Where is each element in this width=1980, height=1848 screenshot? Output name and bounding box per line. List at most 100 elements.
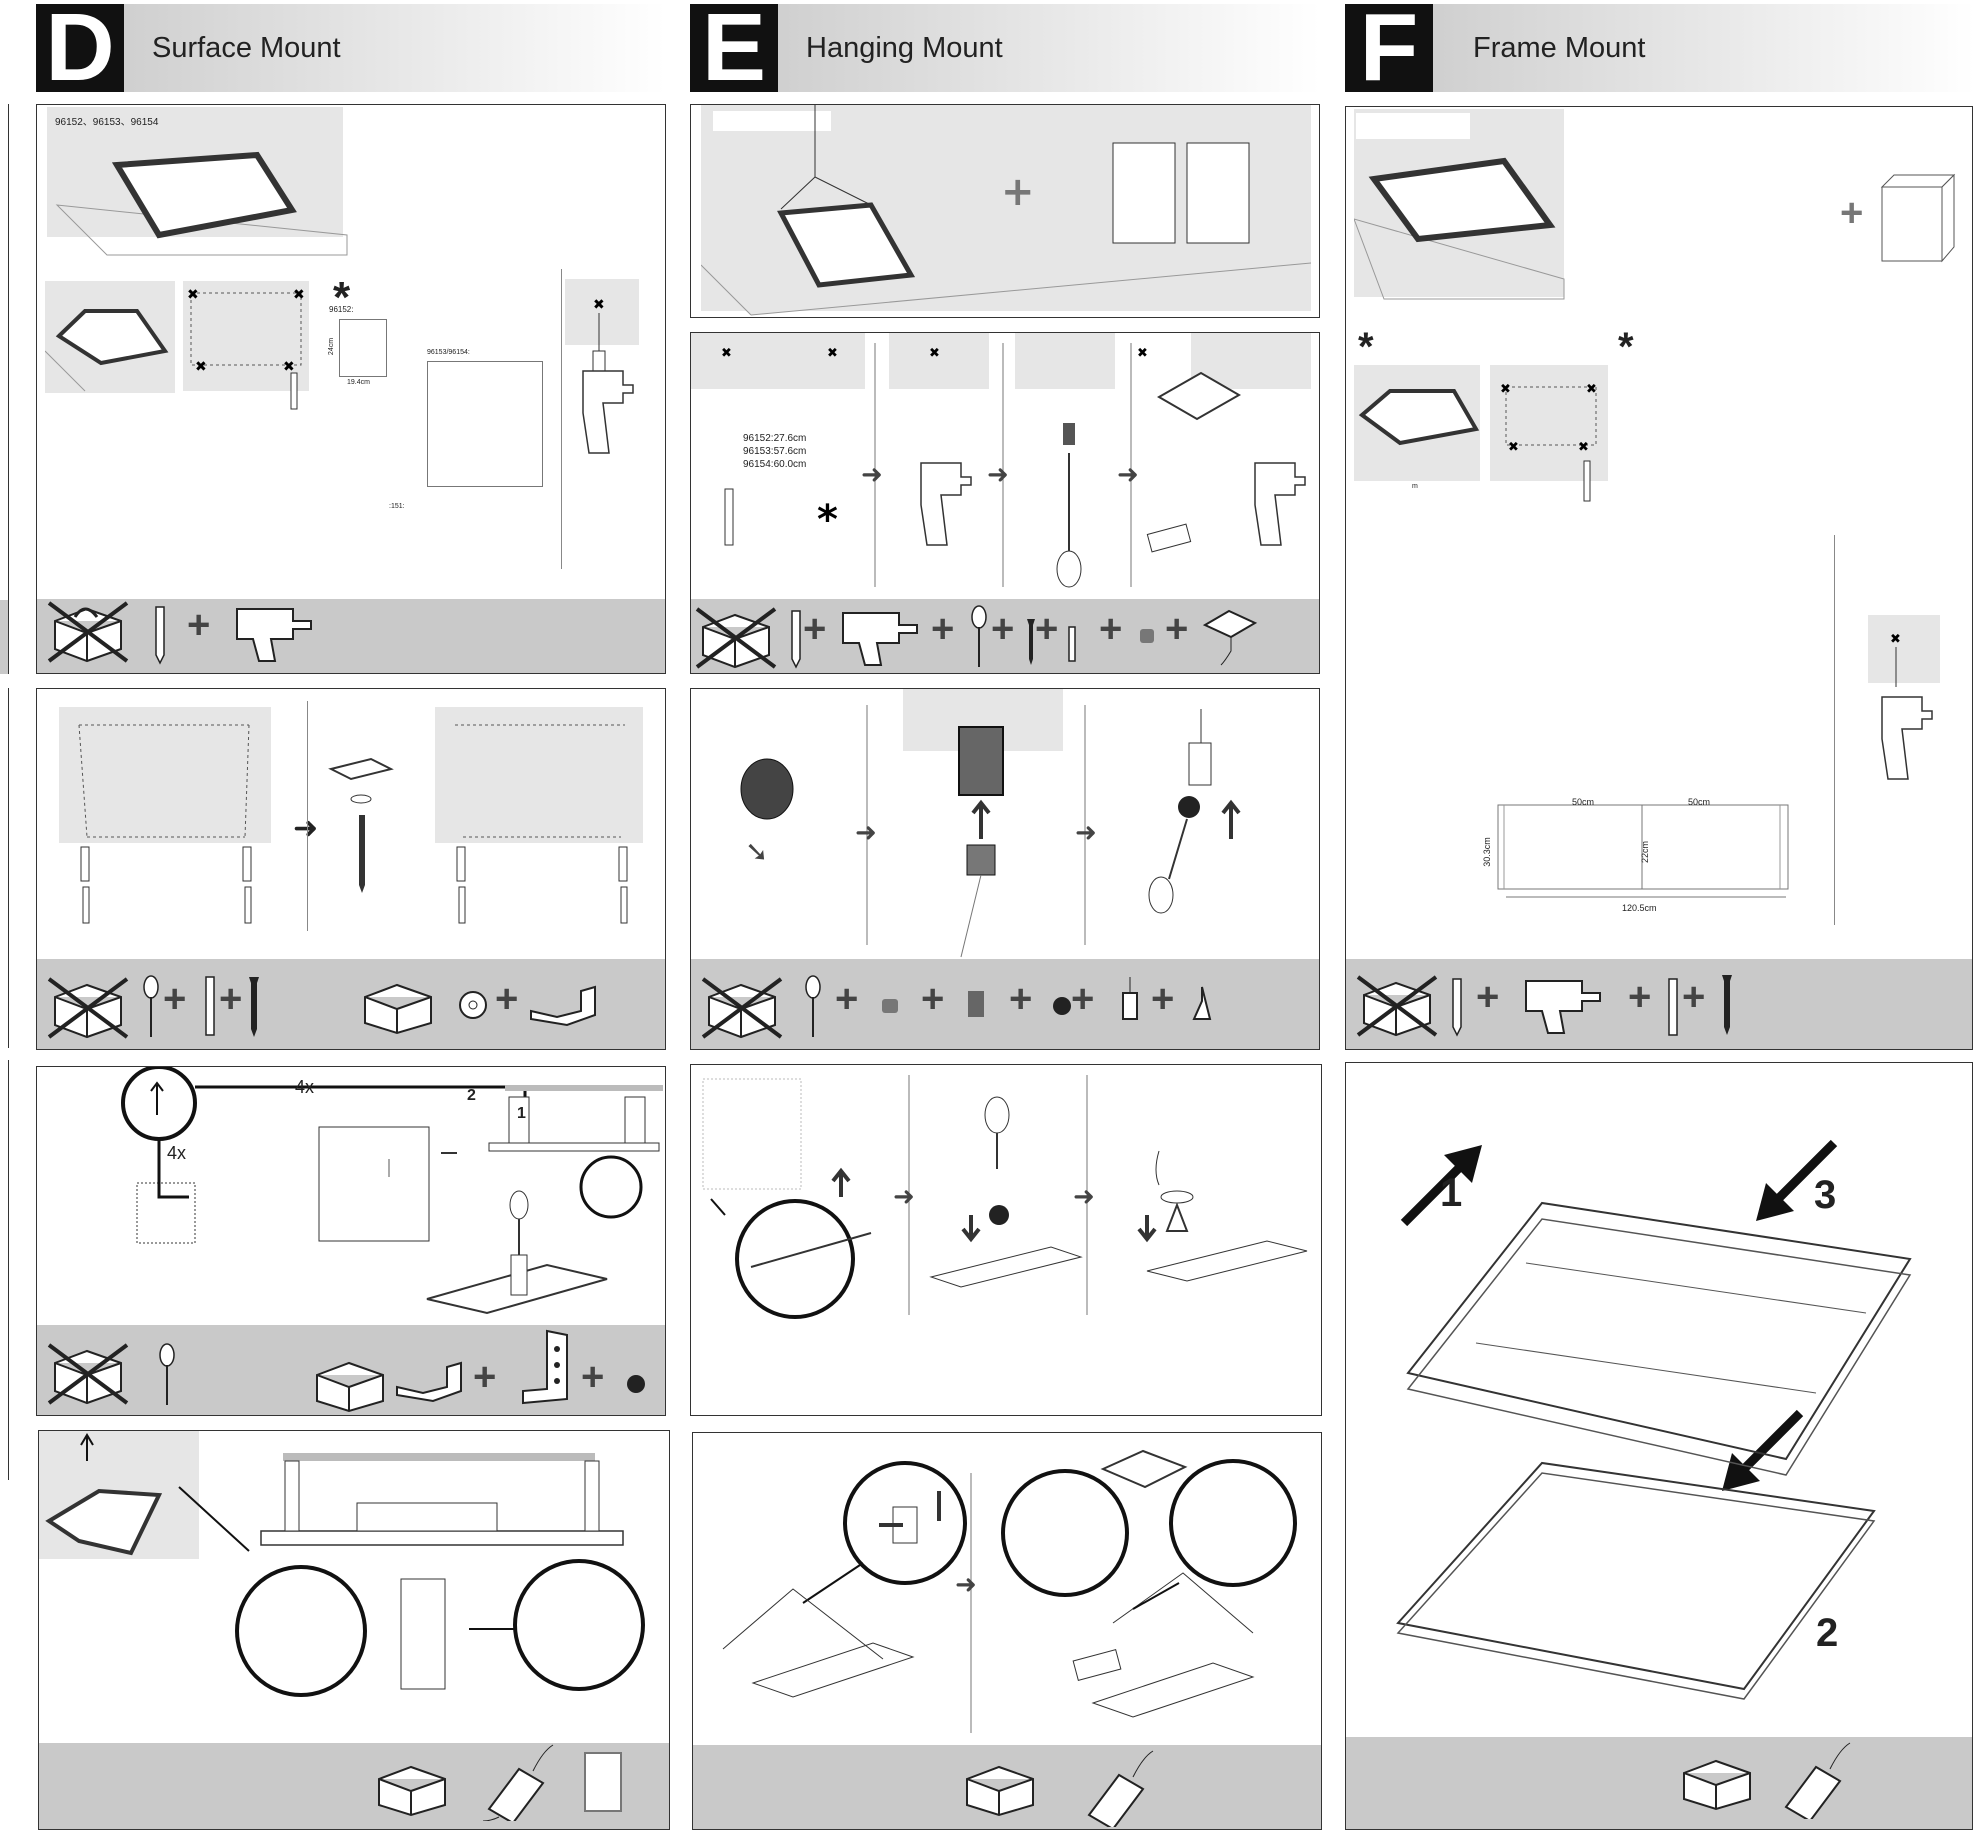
- svg-text:➜: ➜: [893, 1182, 915, 1212]
- arrow-right-icon: ➜: [293, 812, 319, 845]
- edge-fragment: [0, 688, 9, 1048]
- length-96152: 96152:27.6cm: [743, 433, 807, 444]
- pencil-icon: [155, 606, 165, 665]
- plus-icon: +: [163, 977, 187, 1021]
- dim-total: 120.5cm: [1622, 903, 1657, 913]
- hanging-step-3-panel: ➘ ➜ ➜ + + + + +: [690, 688, 1320, 1050]
- hanging-step-4-panel: ➜ ➜: [690, 1064, 1322, 1416]
- step-number: 2: [467, 1087, 476, 1104]
- plus-icon: +: [1035, 607, 1059, 651]
- screw-icon: [249, 977, 259, 1037]
- drill-icon: [842, 612, 918, 666]
- cord-grip-icon: [1122, 977, 1138, 1020]
- svg-text:➜: ➜: [1075, 818, 1097, 848]
- frame-box-illustration: [1880, 173, 1956, 263]
- plus-icon: +: [473, 1355, 497, 1399]
- drill-icon: [1525, 980, 1601, 1034]
- cord-grip-icon: [968, 991, 984, 1017]
- step-number: 1: [517, 1105, 526, 1122]
- svg-text:➜: ➜: [955, 1570, 977, 1600]
- svg-text:✖: ✖: [283, 359, 295, 375]
- model-c-label: :151:: [389, 503, 405, 510]
- final-mount-diagram: [45, 1433, 645, 1697]
- plus-icon: +: [1009, 977, 1033, 1021]
- svg-text:*: *: [817, 497, 838, 543]
- plus-icon: +: [931, 607, 955, 651]
- dowel-icon: [1068, 626, 1076, 662]
- section-letter: F: [1345, 0, 1433, 96]
- dim-a-width: 19.4cm: [347, 379, 370, 386]
- cord-grip-diagram: ➘ ➜ ➜: [740, 705, 1241, 958]
- surface-step-2-panel: ➜ + + +: [36, 688, 666, 1050]
- bracket-icon: [530, 985, 596, 1027]
- mini-panel-illustration: [1358, 389, 1480, 446]
- hanging-step-2-panel: 96152:27.6cm 96153:57.6cm 96154:60.0cm ✖…: [690, 332, 1320, 674]
- surface-step-3-panel: 4x 4x 2 1 + +: [36, 1066, 666, 1416]
- model-list: 96152、96153、96154: [55, 117, 159, 128]
- plus-icon: +: [1071, 977, 1095, 1021]
- edge-fragment: [0, 600, 8, 674]
- bracket-icon: [584, 1752, 622, 1812]
- plus-icon: +: [835, 977, 859, 1021]
- mini-panel-illustration: [45, 309, 169, 392]
- section-letter: D: [36, 0, 124, 96]
- template-small: [339, 319, 387, 377]
- model-b-label: 96153/96154:: [427, 349, 470, 356]
- box-icon: [966, 1765, 1034, 1817]
- box-icon: [695, 607, 777, 669]
- asterisk-icon: *: [1618, 325, 1634, 369]
- svg-text:➜: ➜: [1073, 1182, 1095, 1212]
- plus-icon: +: [1165, 607, 1189, 651]
- dim-height: 30.3cm: [1481, 837, 1492, 867]
- box-icon: [1356, 975, 1438, 1037]
- hanging-steps-diagram: ✖ ✖ ✖ ✖ * ➜ ➜ ➜: [721, 343, 1306, 588]
- svg-text:✖: ✖: [1508, 440, 1519, 455]
- cord-grip-icon: [882, 999, 898, 1013]
- svg-text:➜: ➜: [861, 460, 883, 490]
- bracket-icon: [522, 1329, 568, 1405]
- driver-icon: [1784, 1742, 1851, 1819]
- box-icon: [701, 977, 783, 1039]
- drill-marks-diagram: ✖ ✖ ✖ ✖: [1500, 382, 1597, 502]
- step-number: 3: [1814, 1173, 1837, 1217]
- frame-assembly-diagram: [1396, 1139, 1912, 1700]
- svg-text:✖: ✖: [1137, 346, 1148, 361]
- box-icon: [378, 1765, 446, 1817]
- drill-icon: [236, 608, 312, 662]
- screwdriver-icon: [805, 975, 821, 1037]
- canopy-icon: [1202, 609, 1258, 666]
- dim-a-height: 24cm: [328, 337, 336, 356]
- svg-text:✖: ✖: [1500, 382, 1511, 397]
- attach-cord-diagram: ➜ ➜: [702, 1075, 1308, 1319]
- dowel-icon: [205, 976, 215, 1036]
- svg-text:✖: ✖: [1578, 440, 1589, 455]
- length-96153: 96153:57.6cm: [743, 446, 807, 457]
- screw-icon: [627, 1375, 645, 1393]
- template-large: [427, 361, 543, 487]
- label-mask: [1356, 113, 1470, 139]
- plus-icon: +: [219, 977, 243, 1021]
- frame-step-1-panel: + * * m ✖ ✖ ✖ ✖ ✖ 50cm 50cm 30.3cm 22cm …: [1345, 106, 1973, 1050]
- box-icon: [364, 983, 432, 1035]
- ceiling-panel-illustration: [55, 151, 348, 256]
- hanging-panel-illustration: +: [701, 105, 1311, 316]
- asterisk-icon: *: [333, 273, 351, 322]
- drill-icon: ✖: [1881, 632, 1933, 780]
- plus-icon: +: [187, 603, 211, 647]
- svg-text:➜: ➜: [987, 460, 1009, 490]
- pencil-icon: [1452, 978, 1462, 1037]
- plus-icon: +: [1840, 191, 1864, 235]
- dowel-icon: [1668, 978, 1678, 1036]
- pencil-icon: [791, 610, 801, 669]
- bracket-icon: [396, 1361, 462, 1403]
- section-letter: E: [690, 0, 778, 96]
- plus-icon: +: [1476, 975, 1500, 1019]
- surface-step-1-panel: 96152、96153、96154 ✖ ✖ ✖ ✖ * 96152: 24cm …: [36, 104, 666, 674]
- asterisk-icon: *: [1358, 325, 1374, 369]
- svg-text:✖: ✖: [1586, 382, 1597, 397]
- model-a-label: 96152:: [329, 305, 354, 314]
- plus-icon: +: [803, 607, 827, 651]
- driver-icon: [1087, 1750, 1154, 1827]
- section-title: Frame Mount: [1473, 31, 1646, 64]
- svg-text:+: +: [1001, 169, 1035, 215]
